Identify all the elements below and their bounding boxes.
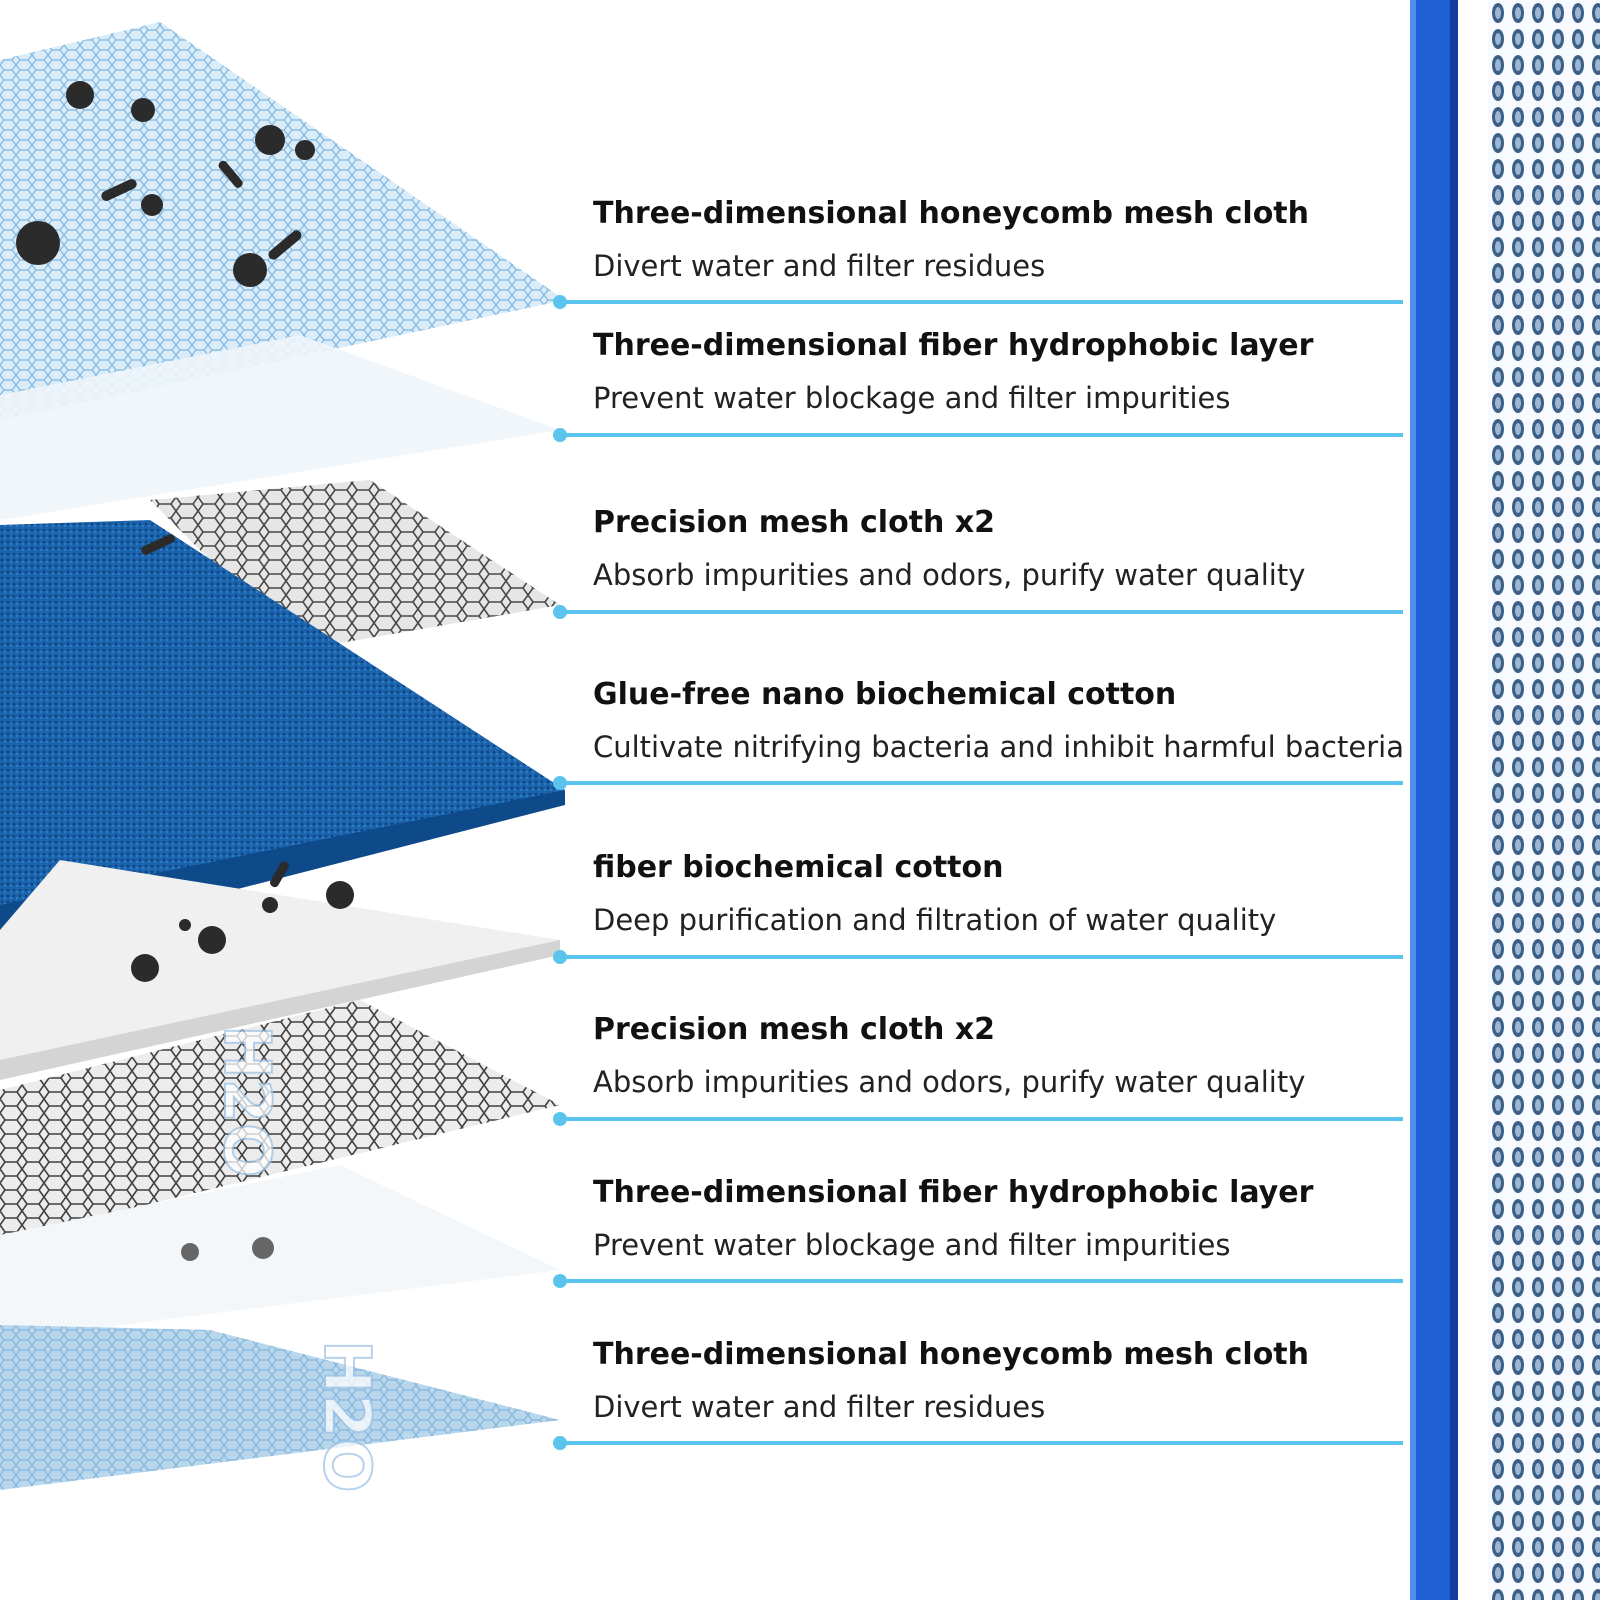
layer-honeycomb-mesh-bottom xyxy=(0,1325,560,1490)
layer-description: Absorb impurities and odors, purify wate… xyxy=(593,1065,1306,1099)
connector-line-3 xyxy=(553,605,1403,619)
layer-description: Deep purification and filtration of wate… xyxy=(593,903,1277,937)
h2o-molecule-label: H2O xyxy=(209,1025,283,1178)
connector-rule xyxy=(560,1279,1403,1283)
layer-label-1: Three-dimensional honeycomb mesh cloth D… xyxy=(593,196,1413,284)
pollen-particles xyxy=(181,1237,274,1261)
layer-label-7: Three-dimensional fiber hydrophobic laye… xyxy=(593,1175,1413,1263)
connector-line-2 xyxy=(553,428,1403,442)
layer-hydrophobic-fiber-top xyxy=(0,335,560,520)
layer-title: Three-dimensional honeycomb mesh cloth xyxy=(593,196,1310,231)
layer-label-2: Three-dimensional fiber hydrophobic laye… xyxy=(593,328,1413,416)
layer-title: Glue-free nano biochemical cotton xyxy=(593,677,1177,712)
layer-label-8: Three-dimensional honeycomb mesh cloth D… xyxy=(593,1337,1413,1425)
layer-label-3: Precision mesh cloth x2 Absorb impuritie… xyxy=(593,505,1413,593)
layer-description: Cultivate nitrifying bacteria and inhibi… xyxy=(593,730,1404,764)
layer-description: Prevent water blockage and filter impuri… xyxy=(593,1228,1231,1262)
layer-label-6: Precision mesh cloth x2 Absorb impuritie… xyxy=(593,1012,1413,1100)
connector-rule xyxy=(560,610,1403,614)
layer-label-5: fiber biochemical cotton Deep purificati… xyxy=(593,850,1413,938)
layer-description: Prevent water blockage and filter impuri… xyxy=(593,381,1231,415)
connector-rule xyxy=(560,1117,1403,1121)
connector-rule xyxy=(560,1441,1403,1445)
layer-description: Divert water and filter residues xyxy=(593,249,1046,283)
layer-title: fiber biochemical cotton xyxy=(593,850,1004,885)
layer-title: Precision mesh cloth x2 xyxy=(593,1012,996,1047)
connector-rule xyxy=(560,300,1403,304)
layer-label-4: Glue-free nano biochemical cotton Cultiv… xyxy=(593,677,1413,765)
layer-title: Three-dimensional fiber hydrophobic laye… xyxy=(593,328,1314,363)
connector-rule xyxy=(560,433,1403,437)
connector-line-7 xyxy=(553,1274,1403,1288)
layer-fiber-biochemical-cotton xyxy=(0,860,560,1080)
cotton-edge-strip xyxy=(1410,0,1458,1600)
layer-precision-mesh-top xyxy=(150,480,560,650)
layer-hydrophobic-fiber-bottom xyxy=(0,1165,560,1340)
layer-description: Absorb impurities and odors, purify wate… xyxy=(593,558,1306,592)
connector-line-1 xyxy=(553,295,1403,309)
bacteria-particles-middle xyxy=(131,534,354,982)
layer-description: Divert water and filter residues xyxy=(593,1390,1046,1424)
layer-stack-illustration: H2O H2O xyxy=(0,22,565,1494)
layer-title: Three-dimensional fiber hydrophobic laye… xyxy=(593,1175,1314,1210)
layer-title: Three-dimensional honeycomb mesh cloth xyxy=(593,1337,1310,1372)
layer-title: Precision mesh cloth x2 xyxy=(593,505,996,540)
connector-rule xyxy=(560,781,1403,785)
connector-line-5 xyxy=(553,950,1403,964)
connector-line-4 xyxy=(553,776,1403,790)
bacteria-particles-top xyxy=(16,81,315,287)
connector-line-6 xyxy=(553,1112,1403,1126)
mesh-texture-strip xyxy=(1488,0,1600,1600)
connector-line-8 xyxy=(553,1436,1403,1450)
connector-rule xyxy=(560,955,1403,959)
h2o-molecule-label: H2O xyxy=(309,1340,383,1493)
layer-precision-mesh-bottom xyxy=(0,1000,560,1240)
